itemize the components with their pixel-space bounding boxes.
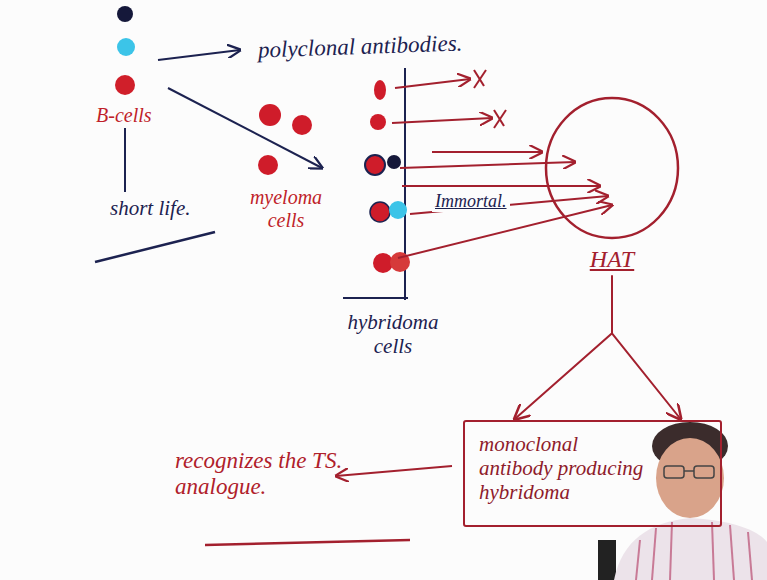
myeloma-dot <box>259 104 281 126</box>
cell <box>374 80 386 100</box>
drawing-part <box>748 532 752 580</box>
cell <box>370 202 390 222</box>
arrow <box>158 50 240 60</box>
cell-label: B-cells <box>96 104 152 127</box>
glasses <box>664 466 714 478</box>
node-text: monoclonal antibody producing hybridoma <box>479 432 651 504</box>
note-text: short life. <box>110 196 191 220</box>
drawing-part <box>684 470 694 472</box>
drawing-part <box>664 466 684 478</box>
node-text: HAT <box>544 246 680 274</box>
drawing-part <box>392 118 492 123</box>
b-cell-dot <box>115 75 135 95</box>
circle-outline <box>546 98 678 238</box>
shirt-stripes <box>636 522 752 580</box>
underline <box>95 232 215 262</box>
drawing-part <box>474 70 486 88</box>
drawing-part <box>494 110 506 128</box>
divider <box>343 297 408 299</box>
arrow <box>124 128 126 192</box>
drawing-part <box>730 525 734 580</box>
note-text: Immortal. <box>432 191 510 212</box>
result-box: monoclonal antibody producing hybridoma <box>463 420 722 527</box>
b-cell-dot <box>117 38 135 56</box>
drawing-part <box>474 70 484 86</box>
drawing-part <box>402 185 600 187</box>
cell <box>389 201 407 219</box>
lecturer-figure <box>598 422 767 580</box>
cross-mark <box>474 70 506 128</box>
drawing-part <box>652 528 656 580</box>
underline <box>205 540 410 545</box>
cell <box>370 114 386 130</box>
b-cell-dot <box>117 6 133 22</box>
cell <box>387 155 401 169</box>
drawing-part <box>694 466 714 478</box>
drawing-part <box>494 110 504 126</box>
face <box>656 438 724 518</box>
cell <box>373 253 393 273</box>
connector-arrow <box>515 276 612 419</box>
selection-circle: HAT <box>544 96 680 274</box>
cell-label: hybridoma cells <box>340 310 446 358</box>
drawing-part <box>395 79 470 88</box>
drawing-part <box>712 522 714 580</box>
chair <box>598 540 616 580</box>
drawing-part <box>636 540 640 580</box>
connector-arrow <box>612 276 681 419</box>
myeloma-dot <box>258 155 278 175</box>
myeloma-dot <box>292 115 312 135</box>
circle-outline <box>544 96 680 240</box>
arrow <box>168 88 322 168</box>
drawing-part <box>398 205 612 258</box>
cell <box>365 155 385 175</box>
drawing-part <box>432 151 542 153</box>
drawing-part <box>400 162 575 168</box>
caption-text: polyclonal antibodies. <box>258 30 463 64</box>
cell-label: myeloma cells <box>236 186 336 232</box>
drawing-part <box>670 522 672 580</box>
arrow <box>336 466 452 476</box>
shirt <box>614 518 767 580</box>
note-text: recognizes the TS. analogue. <box>175 448 351 501</box>
